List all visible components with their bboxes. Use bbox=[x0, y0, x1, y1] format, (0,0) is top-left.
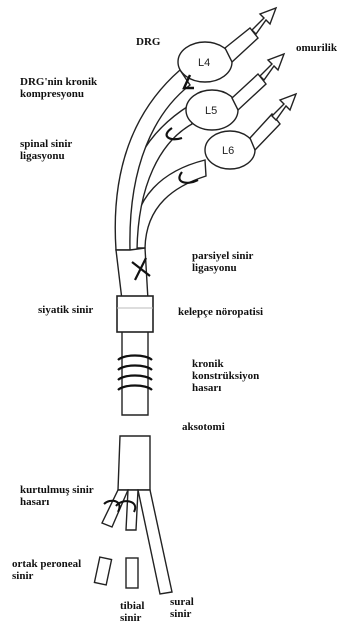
sural-branch bbox=[138, 490, 172, 594]
label-spinal-ligation: spinal sinir ligasyonu bbox=[20, 138, 72, 162]
label-partial-ligation: parsiyel sinir ligasyonu bbox=[192, 250, 253, 274]
label-sciatic: siyatik sinir bbox=[38, 304, 93, 316]
label-axotomy: aksotomi bbox=[182, 421, 225, 433]
label-tibial: tibial sinir bbox=[120, 600, 144, 624]
arrow-l5-icon bbox=[260, 54, 284, 80]
label-drg-compression: DRG'nin kronik kompresyonu bbox=[20, 76, 97, 100]
peroneal-branch bbox=[102, 490, 128, 527]
arrow-l4-icon bbox=[252, 8, 276, 34]
arrow-l6-icon bbox=[272, 94, 296, 120]
root-label-l4: L4 bbox=[198, 57, 210, 69]
distal-stump bbox=[118, 436, 150, 490]
label-cci: kronik konstrüksiyon hasarı bbox=[192, 358, 259, 394]
label-peroneal: ortak peroneal sinir bbox=[12, 558, 81, 582]
peroneal-cut-segment bbox=[94, 557, 111, 585]
label-sural: sural sinir bbox=[170, 596, 194, 620]
label-cuff: kelepçe nöropatisi bbox=[178, 306, 263, 318]
tibial-branch bbox=[126, 490, 138, 530]
root-l4-proximal bbox=[225, 28, 258, 62]
tibial-cut-segment bbox=[126, 558, 138, 588]
label-sni: kurtulmuş sinir hasarı bbox=[20, 484, 94, 508]
root-label-l6: L6 bbox=[222, 145, 234, 157]
cuff-icon bbox=[117, 296, 153, 332]
label-drg: DRG bbox=[136, 36, 160, 48]
root-l5-proximal bbox=[232, 74, 266, 110]
label-spinal-cord: omurilik bbox=[296, 42, 337, 54]
root-label-l5: L5 bbox=[205, 105, 217, 117]
